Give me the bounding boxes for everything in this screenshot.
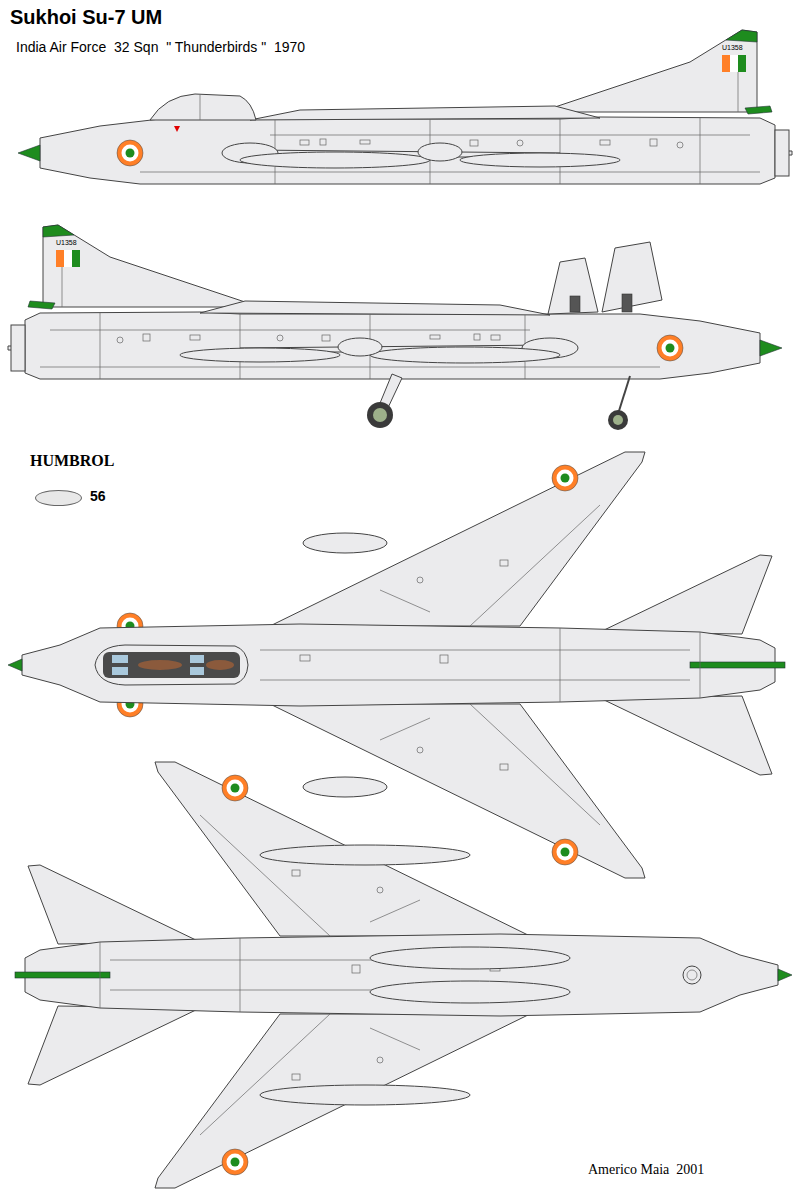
serial-number: U1358 xyxy=(56,239,77,247)
side-view-right-part xyxy=(622,294,632,312)
paint-brand: HUMBROL xyxy=(30,452,114,470)
top-view-part xyxy=(190,667,204,675)
top-view xyxy=(8,452,785,878)
bottom-view xyxy=(15,762,792,1188)
side-view-right-part xyxy=(56,250,64,267)
side-view-right-part xyxy=(8,225,782,379)
top-view-part xyxy=(103,652,240,678)
top-view-part xyxy=(95,645,248,685)
side-view-right-part xyxy=(613,415,623,425)
top-view-part xyxy=(112,667,128,675)
side-view-left-part xyxy=(730,55,738,72)
top-view-part xyxy=(206,660,234,670)
side-view-right-part xyxy=(367,402,393,428)
top-view-part xyxy=(112,655,128,663)
side-view-left-part xyxy=(200,95,201,120)
bottom-view-part xyxy=(15,762,792,1188)
subtitle: India Air Force 32 Sqn " Thunderbirds " … xyxy=(16,40,305,55)
side-view-right-part xyxy=(373,408,387,422)
legend-swatch xyxy=(35,490,82,506)
top-view-part xyxy=(8,452,785,878)
side-view-right-part xyxy=(570,296,580,312)
side-view-right-part xyxy=(64,250,72,267)
top-view-part xyxy=(138,660,182,670)
bottom-view-part xyxy=(260,1085,470,1105)
bottom-view-part xyxy=(260,845,470,865)
artist-credit: Americo Maia 2001 xyxy=(588,1162,704,1177)
top-view-part xyxy=(303,777,387,797)
side-view-right-part xyxy=(72,250,80,267)
side-view-right-part xyxy=(548,258,598,314)
side-view-left-part xyxy=(722,55,730,72)
top-view-part xyxy=(190,655,204,663)
title-text: Sukhoi Su-7 UM xyxy=(10,6,162,28)
side-view-left-part xyxy=(738,55,746,72)
side-view-left-part xyxy=(174,126,180,132)
side-view-right-part xyxy=(618,376,630,414)
serial-number: U1358 xyxy=(722,44,743,52)
side-view-right-part xyxy=(608,410,628,430)
bottom-view-part xyxy=(370,947,570,969)
bottom-view-part xyxy=(687,970,697,980)
legend-text: 56 xyxy=(90,489,106,504)
side-view-right-part xyxy=(602,242,662,312)
bottom-view-part xyxy=(370,981,570,1003)
side-view-left-part xyxy=(150,94,256,120)
bottom-view-part xyxy=(683,966,701,984)
top-view-part xyxy=(303,533,387,553)
side-view-right xyxy=(8,225,782,430)
